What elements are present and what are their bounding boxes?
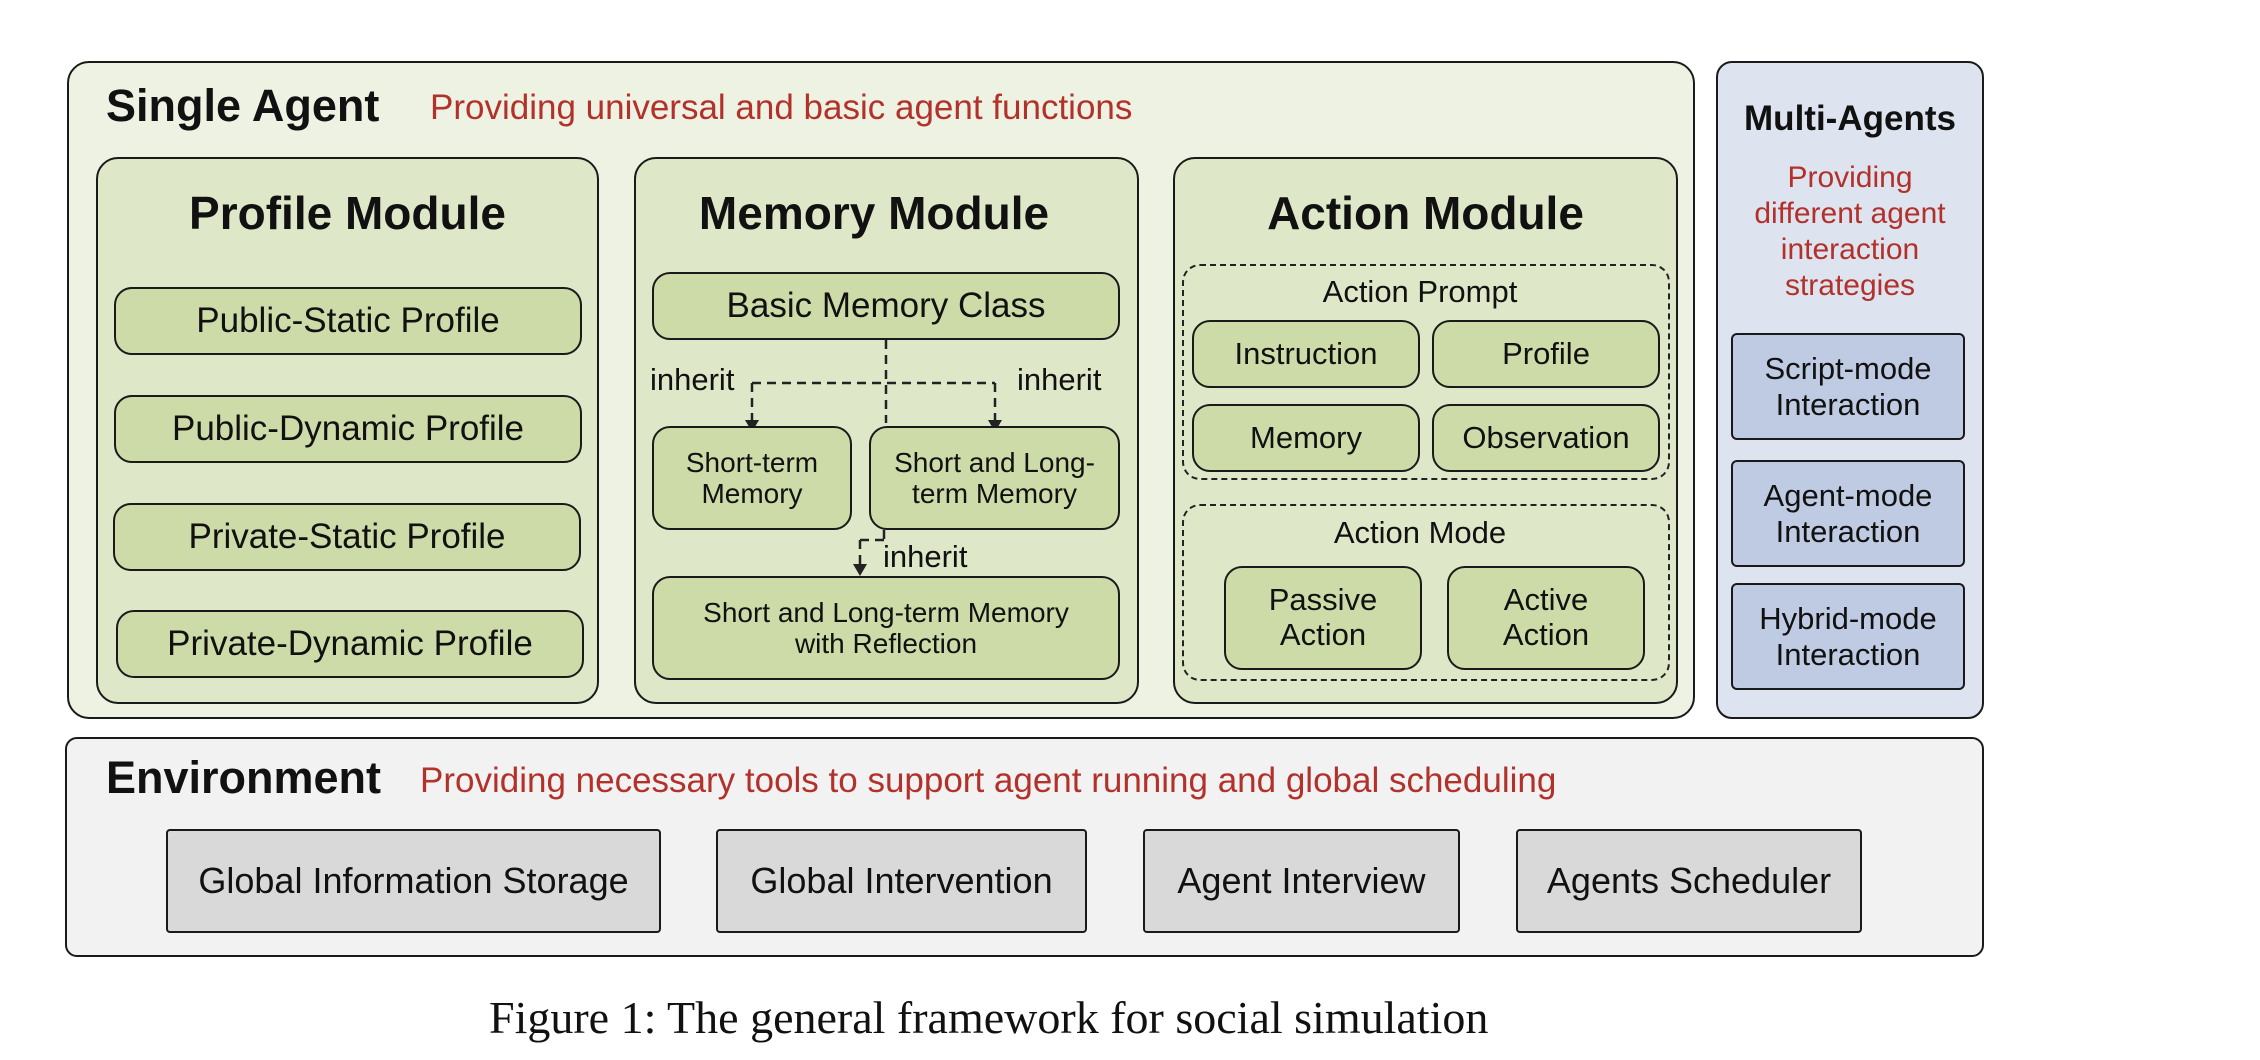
basic-memory-class: Basic Memory Class (652, 272, 1120, 340)
inherit-label-bottom: inherit (883, 539, 968, 574)
short-term-memory: Short-term Memory (652, 426, 852, 530)
action-prompt-title: Action Prompt (1322, 274, 1518, 309)
global-information-storage: Global Information Storage (166, 829, 661, 933)
profile-item-public-dynamic: Public-Dynamic Profile (114, 395, 582, 463)
profile-module-title: Profile Module (189, 187, 506, 239)
environment-title: Environment (106, 752, 382, 803)
inherit-label-right: inherit (1017, 362, 1102, 397)
figure-caption: Figure 1: The general framework for soci… (489, 992, 1489, 1043)
agent-mode-interaction: Agent-mode Interaction (1731, 460, 1965, 567)
mode-item-active: Active Action (1447, 566, 1645, 670)
short-long-term-memory: Short and Long-term Memory (869, 426, 1120, 530)
prompt-item-memory: Memory (1192, 404, 1420, 472)
environment-subtitle: Providing necessary tools to support age… (420, 761, 1557, 800)
agents-scheduler: Agents Scheduler (1516, 829, 1862, 933)
mode-item-passive: Passive Action (1224, 566, 1422, 670)
action-module-title: Action Module (1267, 187, 1584, 239)
profile-item-private-static: Private-Static Profile (113, 503, 581, 571)
agent-interview: Agent Interview (1143, 829, 1460, 933)
action-mode-title: Action Mode (1333, 515, 1507, 550)
single-agent-subtitle: Providing universal and basic agent func… (430, 88, 1133, 127)
action-mode-group (1182, 504, 1670, 681)
multi-agents-subtitle: Providing different agent interaction st… (1754, 161, 1946, 302)
action-prompt-group (1182, 264, 1670, 480)
hybrid-mode-interaction: Hybrid-mode Interaction (1731, 583, 1965, 690)
global-intervention: Global Intervention (716, 829, 1087, 933)
prompt-item-profile: Profile (1432, 320, 1660, 388)
profile-item-public-static: Public-Static Profile (114, 287, 582, 355)
profile-item-private-dynamic: Private-Dynamic Profile (116, 610, 584, 678)
memory-module-title: Memory Module (698, 187, 1050, 239)
prompt-item-observation: Observation (1432, 404, 1660, 472)
script-mode-interaction: Script-mode Interaction (1731, 333, 1965, 440)
prompt-item-instruction: Instruction (1192, 320, 1420, 388)
single-agent-title: Single Agent (106, 80, 380, 131)
reflection-memory: Short and Long-term Memory with Reflecti… (652, 576, 1120, 680)
multi-agents-title: Multi-Agents (1744, 99, 1956, 138)
inherit-label-left: inherit (650, 362, 735, 397)
